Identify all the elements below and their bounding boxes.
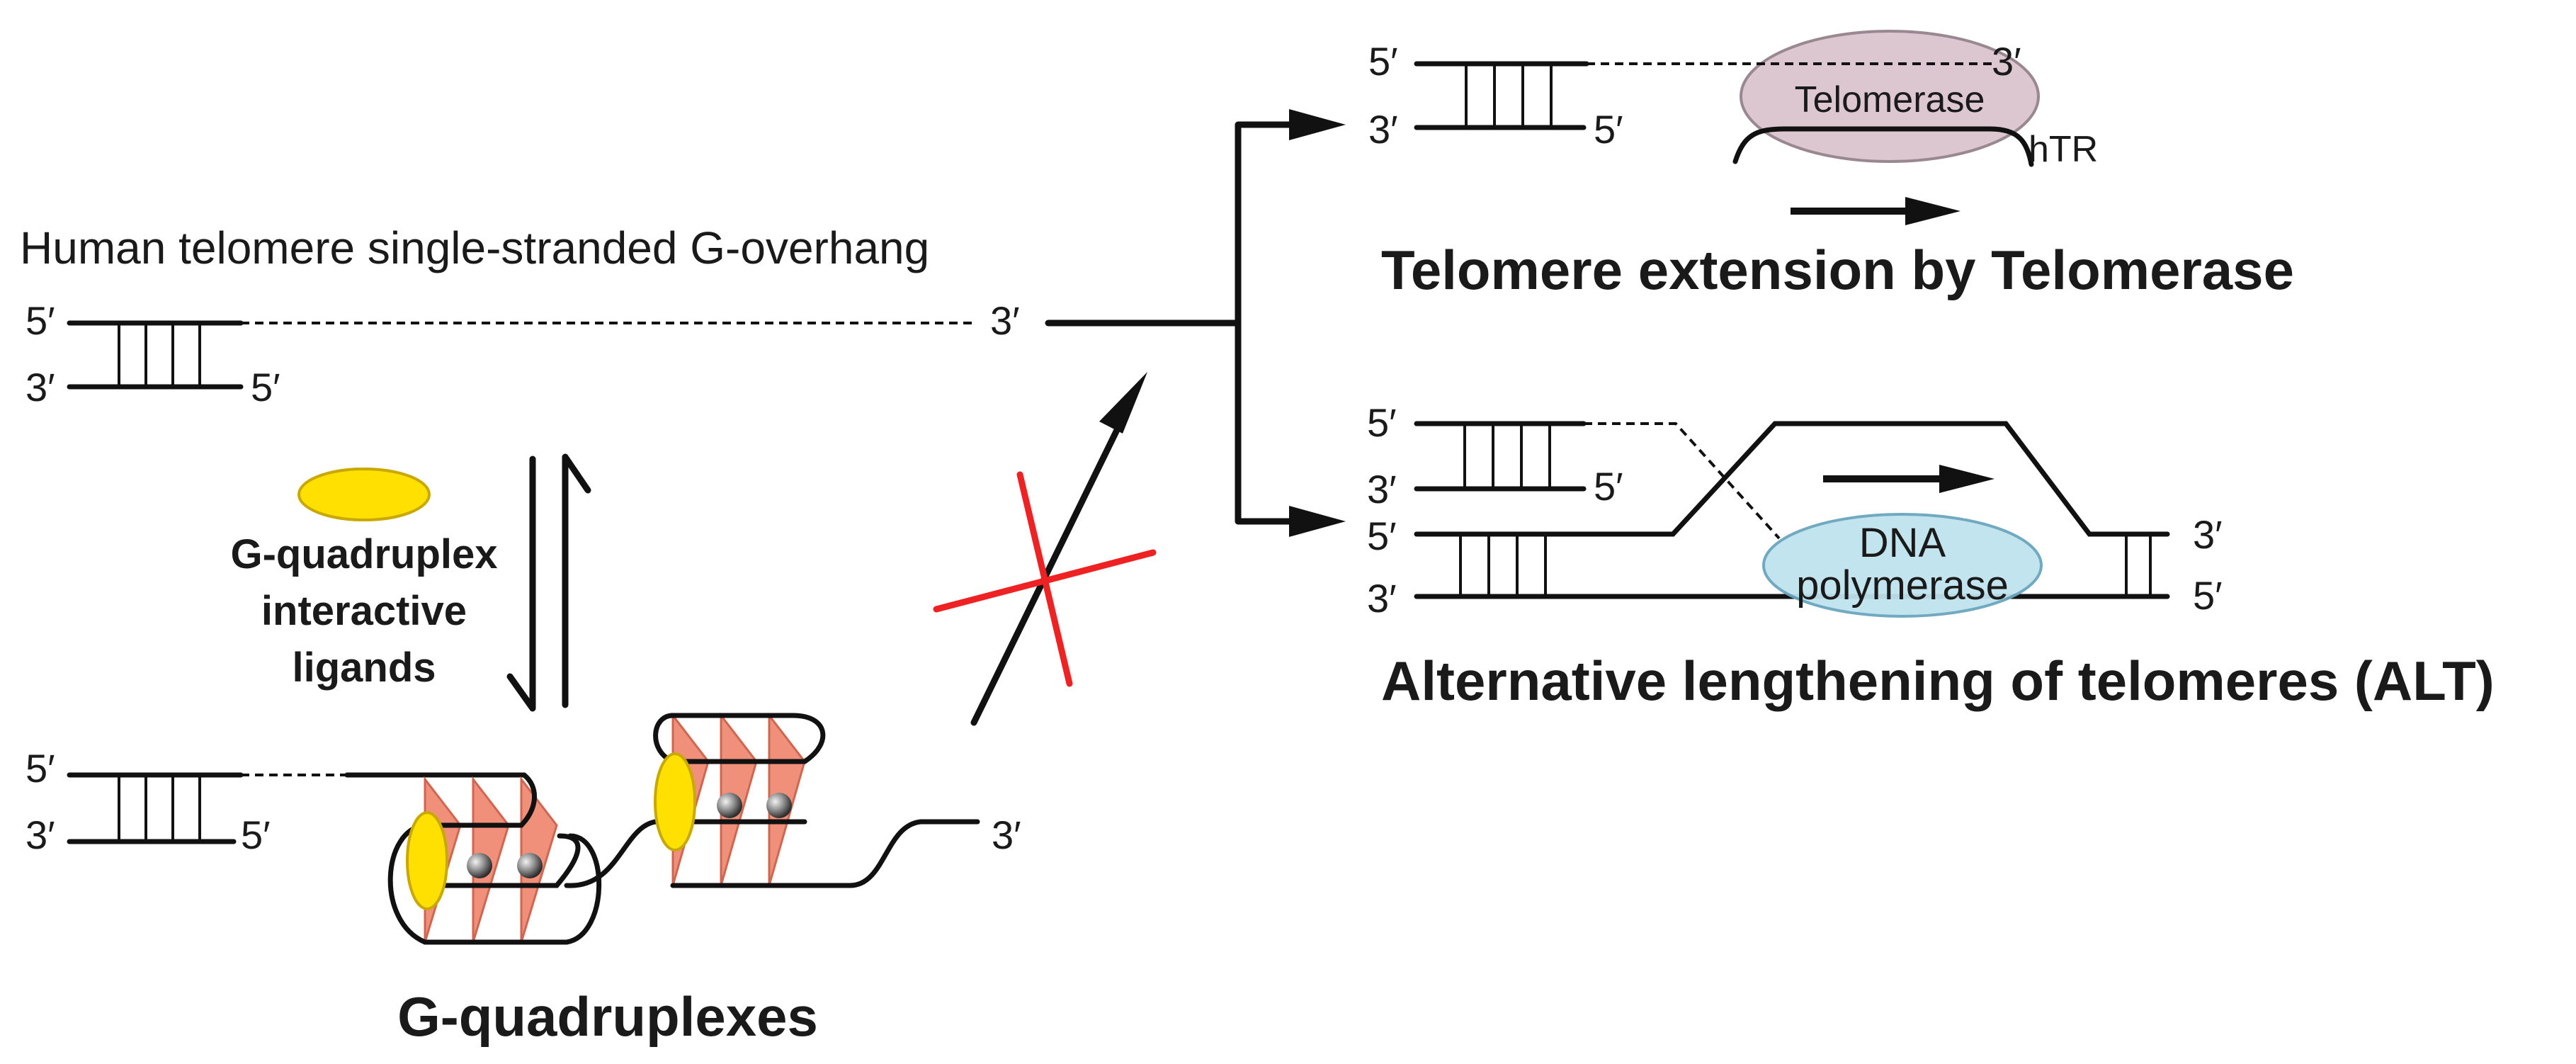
branch-alt-head xyxy=(1289,506,1346,537)
ligand-label-line3: ligands xyxy=(292,645,436,691)
tel-3prime-end: 3′ xyxy=(1992,39,2021,84)
alt-right-3prime: 3′ xyxy=(2193,512,2223,557)
tel-bottom-3prime: 3′ xyxy=(1368,107,1398,152)
gq-title: G-quadruplexes xyxy=(397,985,818,1048)
gq-base-pairs xyxy=(118,775,201,842)
ligand-label-line1: G-quadruplex xyxy=(230,531,497,577)
gq1-ion-1 xyxy=(467,853,492,878)
alt-donor-base-pairs xyxy=(1463,424,1551,489)
tel-top-5prime: 5′ xyxy=(1368,39,1398,84)
equilibrium-up-arrow xyxy=(562,453,591,708)
ligand-icon xyxy=(297,468,431,521)
alt-recipient-base-pairs xyxy=(1459,534,2152,596)
gq-connector xyxy=(564,818,669,888)
gq2-ligand-icon xyxy=(654,752,696,851)
telomerase-label: Telomerase xyxy=(1795,79,1985,120)
polymerase-label-line1: DNA xyxy=(1859,520,1946,566)
quadruplex-2 xyxy=(653,712,980,888)
gq-top-5prime: 5′ xyxy=(25,746,55,791)
blocked-arrow-head xyxy=(1099,372,1147,434)
telomerase-title: Telomere extension by Telomerase xyxy=(1381,239,2294,301)
tel-base-pairs xyxy=(1465,64,1553,128)
blocked-arrow-shaft xyxy=(970,393,1137,726)
overhang-3prime-end: 3′ xyxy=(990,298,1020,343)
g-quadruplex-group: 5′ 3′ 5′ 3′ xyxy=(25,712,1021,1048)
gq-3prime-end: 3′ xyxy=(992,813,1021,857)
gq1-ligand-icon xyxy=(406,811,448,910)
gq2-ion-1 xyxy=(717,793,742,818)
alt-title: Alternative lengthening of telomeres (AL… xyxy=(1381,650,2495,712)
alt-displaced-strand xyxy=(1414,421,2170,537)
ligand-label-line2: interactive xyxy=(261,588,467,634)
branch-to-telomerase xyxy=(1045,121,1294,327)
htr-label: hTR xyxy=(2029,129,2098,170)
branch-to-alt xyxy=(1235,319,1294,525)
block-mark-2 xyxy=(933,549,1157,613)
alt-group: 5′ 3′ 5′ 5′ 3′ 3′ 5′ DNA xyxy=(1367,400,2495,712)
equilibrium-down-arrow xyxy=(506,455,536,712)
quadruplex-1 xyxy=(387,772,602,945)
dna-polymerase-enzyme xyxy=(1762,513,2043,618)
htr-template xyxy=(1732,126,2034,167)
equilibrium-group: G-quadruplex interactive ligands xyxy=(230,453,591,712)
gq-bottom-5prime: 5′ xyxy=(241,813,271,857)
tel-bottom-5prime: 5′ xyxy=(1594,107,1623,152)
telomerase-group: 5′ 3′ 5′ 3′ Telomerase hTR Telomere exte… xyxy=(1368,30,2294,301)
branch-arrows xyxy=(1045,109,1346,537)
alt-top2-5prime: 5′ xyxy=(1594,464,1623,509)
alt-bottom1-5prime: 5′ xyxy=(1367,514,1397,558)
tel-direction-arrowhead xyxy=(1905,197,1961,225)
alt-top2-3prime: 3′ xyxy=(1367,467,1397,511)
alt-right-5prime: 5′ xyxy=(2193,573,2223,618)
alt-invading-strand xyxy=(1584,422,1781,540)
alt-bottom2-3prime: 3′ xyxy=(1367,576,1397,621)
gq2-ion-2 xyxy=(766,793,792,818)
overhang-bottom-3prime: 3′ xyxy=(25,365,55,409)
overhang-top-5prime: 5′ xyxy=(25,298,55,343)
overhang-bottom-5prime: 5′ xyxy=(251,365,280,409)
overhang-base-pairs xyxy=(118,323,201,387)
alt-top1-5prime: 5′ xyxy=(1367,400,1397,445)
gq1-ion-2 xyxy=(517,853,543,878)
gq-bottom-3prime: 3′ xyxy=(25,813,55,857)
alt-direction-arrowhead xyxy=(1939,465,1995,493)
polymerase-label-line2: polymerase xyxy=(1796,562,2009,609)
g-overhang-group: Human telomere single-stranded G-overhan… xyxy=(20,222,1020,409)
overhang-title: Human telomere single-stranded G-overhan… xyxy=(20,222,929,273)
blocked-pathway xyxy=(933,372,1157,726)
branch-telomerase-head xyxy=(1289,109,1346,140)
